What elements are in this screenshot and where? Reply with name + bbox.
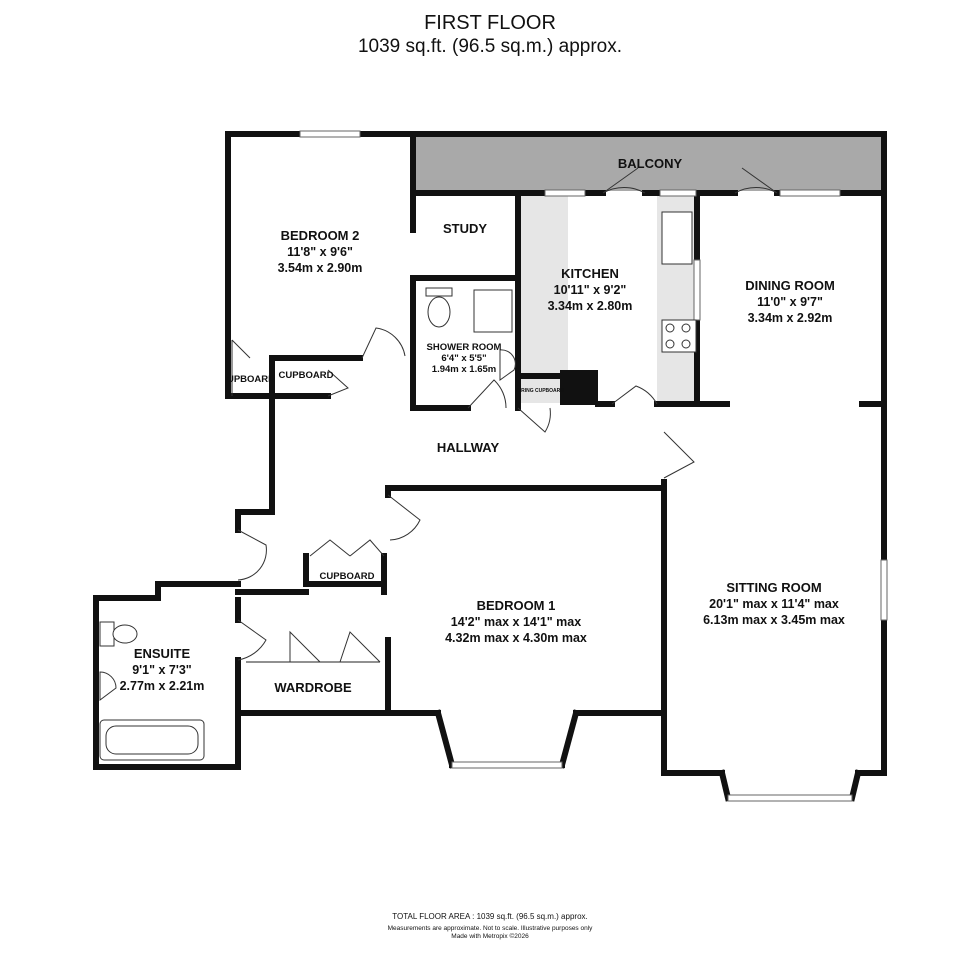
sitting-label: SITTING ROOM [726,580,821,595]
sitting-dim-metric: 6.13m max x 3.45m max [703,613,845,627]
dining-dim-metric: 3.34m x 2.92m [748,311,833,325]
disclaimer: Measurements are approximate. Not to sca… [387,925,593,932]
cupboard-a-label: UPBOARD [227,374,275,385]
sink-fixture [661,211,693,265]
shower-tray [473,289,513,333]
wc-cistern [425,287,453,297]
balcony-label: BALCONY [618,156,683,171]
kitchen-shading-left [520,196,568,403]
kitchen-dim-metric: 3.34m x 2.80m [548,299,633,313]
credit: Made with Metropix ©2026 [451,933,529,940]
bedroom2-dim-imperial: 11'8" x 9'6" [287,245,353,259]
bedroom2-dim-metric: 3.54m x 2.90m [278,261,363,275]
bedroom1-dim-imperial: 14'2" max x 14'1" max [451,615,581,629]
dining-dim-imperial: 11'0" x 9'7" [757,295,823,309]
ensuite-dim-metric: 2.77m x 2.21m [120,679,205,693]
shower-dim-imperial: 6'4" x 5'5" [441,353,486,364]
balcony-area [413,137,884,191]
wardrobe-label: WARDROBE [274,680,352,695]
airing-cupboard-block [560,370,598,405]
total-floor-area: TOTAL FLOOR AREA : 1039 sq.ft. (96.5 sq.… [392,912,588,921]
ensuite-cistern [99,621,115,647]
ensuite-basin [99,671,117,701]
shower-label: SHOWER ROOM [427,342,502,353]
wc-bowl [427,296,451,328]
fixtures [99,211,697,761]
bedroom1-dim-metric: 4.32m max x 4.30m max [445,631,587,645]
cupboard-c-label: CUPBOARD [320,571,375,582]
floor-area-subtitle: 1039 sq.ft. (96.5 sq.m.) approx. [357,36,623,57]
bedroom1-label: BEDROOM 1 [477,598,556,613]
sitting-dim-imperial: 20'1" max x 11'4" max [709,597,839,611]
kitchen-dim-imperial: 10'11" x 9'2" [554,283,627,297]
shower-basin [499,349,516,381]
ensuite-dim-imperial: 9'1" x 7'3" [132,663,192,677]
dining-label: DINING ROOM [745,278,835,293]
bedroom2-label: BEDROOM 2 [281,228,360,243]
windows [299,130,888,802]
walls [93,131,887,802]
airing-cupboard-label: AIRING CUPBOARD [516,388,564,394]
kitchen-label: KITCHEN [561,266,619,281]
hallway-label: HALLWAY [437,440,500,455]
shower-dim-metric: 1.94m x 1.65m [432,364,496,375]
floor-title: FIRST FLOOR [424,12,556,34]
study-label: STUDY [443,221,487,236]
doors [231,167,778,663]
ensuite-label: ENSUITE [134,646,191,661]
cupboard-b-label: CUPBOARD [279,370,334,381]
ensuite-wc [112,624,138,644]
